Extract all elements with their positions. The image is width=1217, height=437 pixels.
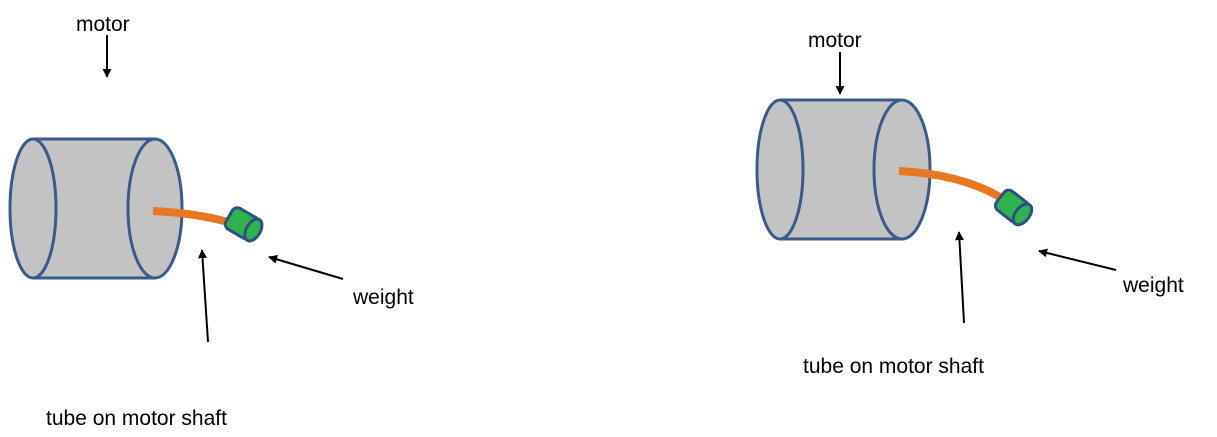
motor-shaft-tube <box>152 207 230 226</box>
tube-arrow <box>198 249 209 343</box>
weight-label: weight <box>1122 274 1184 297</box>
diagram-left: motor weight tube on motor shaft <box>8 13 414 430</box>
weight <box>223 206 264 243</box>
motor-label: motor <box>808 29 862 52</box>
tube-label: tube on motor shaft <box>803 355 984 378</box>
motor-shaft-tube <box>898 167 1002 201</box>
motor-body <box>8 137 184 280</box>
weight-arrow <box>268 254 344 280</box>
weight-arrow <box>1038 248 1117 271</box>
weight <box>993 188 1034 227</box>
tube-label: tube on motor shaft <box>46 407 227 430</box>
weight-label: weight <box>352 286 414 309</box>
motor-label: motor <box>76 13 130 36</box>
diagram-right: motor weight tube on motor shaft <box>755 29 1184 378</box>
tube-arrow <box>954 231 965 324</box>
